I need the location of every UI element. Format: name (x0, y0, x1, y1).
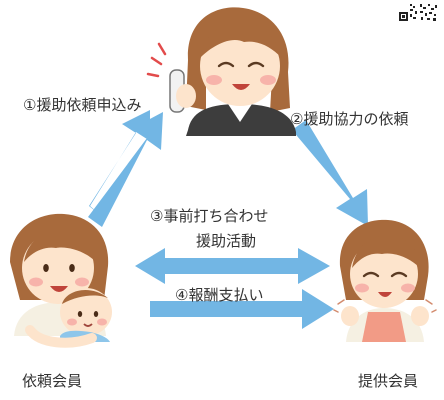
qr-code-icon (398, 2, 437, 22)
providing-member-illustration (333, 219, 437, 342)
step-pre-meeting-label: ③事前打ち合わせ (150, 207, 269, 225)
arrow-meeting-shape (135, 248, 330, 284)
arrow-coordinator-to-provider (292, 120, 368, 226)
arrow-cooperation-shape (292, 120, 368, 226)
arrow-request-shape (89, 110, 150, 218)
step-cooperation-request-label: ②援助協力の依頼 (290, 110, 409, 128)
step-request-application-label: ①援助依頼申込み (23, 96, 142, 114)
arrow-bidirectional-meeting (135, 248, 330, 284)
requesting-member-label: 依頼会員 (22, 372, 83, 390)
arrow-request-to-coordinator (88, 110, 163, 227)
step-payment-label: ④報酬支払い (175, 286, 264, 304)
support-activity-label: 援助活動 (196, 232, 257, 250)
arrow-payment (150, 289, 334, 329)
arrow-payment-shape (150, 289, 334, 329)
providing-member-label: 提供会員 (358, 372, 419, 390)
coordinator-illustration (146, 7, 296, 136)
requesting-member-illustration (10, 213, 112, 348)
